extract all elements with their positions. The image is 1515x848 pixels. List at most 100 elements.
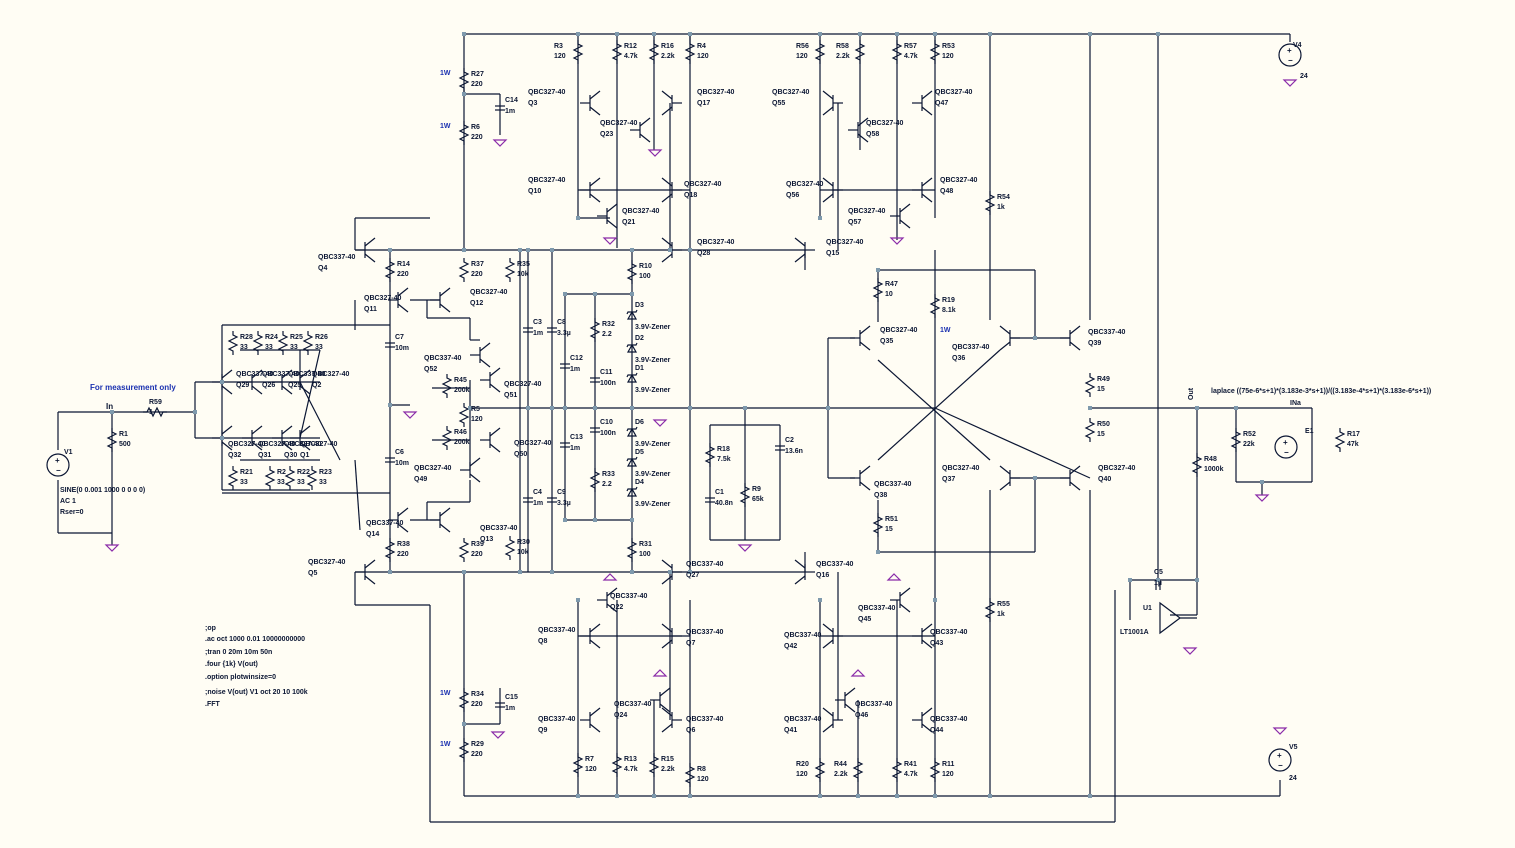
transistor-q56[interactable]: [822, 177, 843, 203]
transistor-q48[interactable]: [912, 177, 933, 203]
transistor-q38[interactable]: [850, 465, 871, 491]
resistor-r9[interactable]: [739, 483, 751, 507]
resistor-r10[interactable]: [626, 260, 638, 284]
capacitor-c15[interactable]: [495, 702, 505, 708]
transistor-q51[interactable]: [480, 367, 501, 393]
resistor-r33[interactable]: [589, 468, 601, 492]
transistor-q16[interactable]: [794, 559, 815, 585]
transistor-q39[interactable]: [1060, 325, 1081, 351]
capacitor-c14[interactable]: [495, 105, 505, 111]
resistor-r45[interactable]: [441, 374, 453, 398]
transistor-q52[interactable]: [470, 342, 491, 368]
capacitor-c13[interactable]: [560, 442, 570, 448]
resistor-r56[interactable]: [814, 40, 826, 64]
resistor-r27[interactable]: [458, 68, 470, 92]
resistor-r20[interactable]: [814, 758, 826, 782]
resistor-r29[interactable]: [458, 738, 470, 762]
resistor-r11[interactable]: [929, 758, 941, 782]
zener-d5[interactable]: [626, 456, 638, 467]
resistor-r53[interactable]: [929, 40, 941, 64]
voltage-source-v4[interactable]: +−: [1278, 43, 1302, 67]
transistor-q36[interactable]: [999, 325, 1020, 351]
resistor-r59[interactable]: [143, 406, 167, 418]
resistor-r6[interactable]: [458, 121, 470, 145]
resistor-r3[interactable]: [572, 40, 584, 64]
capacitor-c11[interactable]: [590, 377, 600, 383]
resistor-r44[interactable]: [852, 758, 864, 782]
resistor-r21[interactable]: [227, 466, 239, 490]
capacitor-c1[interactable]: [705, 497, 715, 503]
resistor-r28[interactable]: [227, 331, 239, 355]
transistor-q10[interactable]: [580, 177, 601, 203]
resistor-r58[interactable]: [854, 40, 866, 64]
transistor-q55[interactable]: [822, 90, 843, 116]
transistor-q6[interactable]: [661, 707, 682, 733]
transistor-q42[interactable]: [822, 623, 843, 649]
resistor-r47[interactable]: [872, 278, 884, 302]
transistor-q7[interactable]: [661, 623, 682, 649]
transistor-q14[interactable]: [388, 507, 409, 533]
resistor-r25[interactable]: [277, 331, 289, 355]
transistor-q4[interactable]: [355, 237, 376, 263]
vcvs-e1[interactable]: +−: [1274, 435, 1298, 459]
resistor-r7[interactable]: [572, 753, 584, 777]
resistor-r37[interactable]: [458, 258, 470, 282]
transistor-q45[interactable]: [890, 587, 911, 613]
transistor-q12[interactable]: [430, 287, 451, 313]
capacitor-c8[interactable]: [547, 327, 557, 333]
capacitor-c3[interactable]: [523, 327, 533, 333]
zener-d6[interactable]: [626, 426, 638, 437]
resistor-r12[interactable]: [611, 40, 623, 64]
transistor-q57[interactable]: [890, 203, 911, 229]
resistor-r31[interactable]: [626, 538, 638, 562]
resistor-r48[interactable]: [1191, 453, 1203, 477]
resistor-r54[interactable]: [984, 191, 996, 215]
resistor-r17[interactable]: [1334, 428, 1346, 452]
transistor-q43[interactable]: [912, 623, 933, 649]
transistor-q49[interactable]: [460, 457, 481, 483]
resistor-r57[interactable]: [891, 40, 903, 64]
resistor-r35[interactable]: [504, 258, 516, 282]
transistor-q31[interactable]: [242, 425, 263, 451]
resistor-r23[interactable]: [306, 466, 318, 490]
capacitor-c10[interactable]: [590, 427, 600, 433]
transistor-q30[interactable]: [272, 425, 293, 451]
transistor-q8[interactable]: [580, 623, 601, 649]
resistor-r14[interactable]: [384, 258, 396, 282]
resistor-r50[interactable]: [1084, 418, 1096, 442]
resistor-r38[interactable]: [384, 538, 396, 562]
transistor-q23[interactable]: [630, 117, 651, 143]
zener-d4[interactable]: [626, 486, 638, 497]
transistor-q18[interactable]: [661, 177, 682, 203]
resistor-r4[interactable]: [684, 40, 696, 64]
capacitor-c9[interactable]: [547, 497, 557, 503]
resistor-r22[interactable]: [284, 466, 296, 490]
resistor-r52[interactable]: [1230, 428, 1242, 452]
transistor-q24[interactable]: [650, 687, 671, 713]
transistor-q25[interactable]: [272, 369, 293, 395]
transistor-q2[interactable]: [290, 369, 311, 395]
transistor-q58[interactable]: [848, 117, 869, 143]
transistor-q35[interactable]: [850, 325, 871, 351]
transistor-q3[interactable]: [580, 90, 601, 116]
resistor-r49[interactable]: [1084, 373, 1096, 397]
zener-d1[interactable]: [626, 372, 638, 383]
resistor-r19[interactable]: [929, 294, 941, 318]
resistor-r18[interactable]: [704, 443, 716, 467]
transistor-q1[interactable]: [290, 425, 311, 451]
resistor-r26[interactable]: [302, 331, 314, 355]
opamp-u1[interactable]: [1159, 601, 1197, 635]
voltage-source-v1[interactable]: +−: [46, 453, 70, 477]
zener-d2[interactable]: [626, 342, 638, 353]
resistor-r13[interactable]: [611, 753, 623, 777]
resistor-r2[interactable]: [264, 466, 276, 490]
resistor-r1[interactable]: [106, 428, 118, 452]
resistor-r46[interactable]: [441, 426, 453, 450]
transistor-q50[interactable]: [480, 427, 501, 453]
transistor-q13[interactable]: [430, 507, 451, 533]
transistor-q22[interactable]: [597, 587, 618, 613]
transistor-q11[interactable]: [388, 287, 409, 313]
capacitor-c2[interactable]: [775, 445, 785, 451]
resistor-r5[interactable]: [458, 403, 470, 427]
